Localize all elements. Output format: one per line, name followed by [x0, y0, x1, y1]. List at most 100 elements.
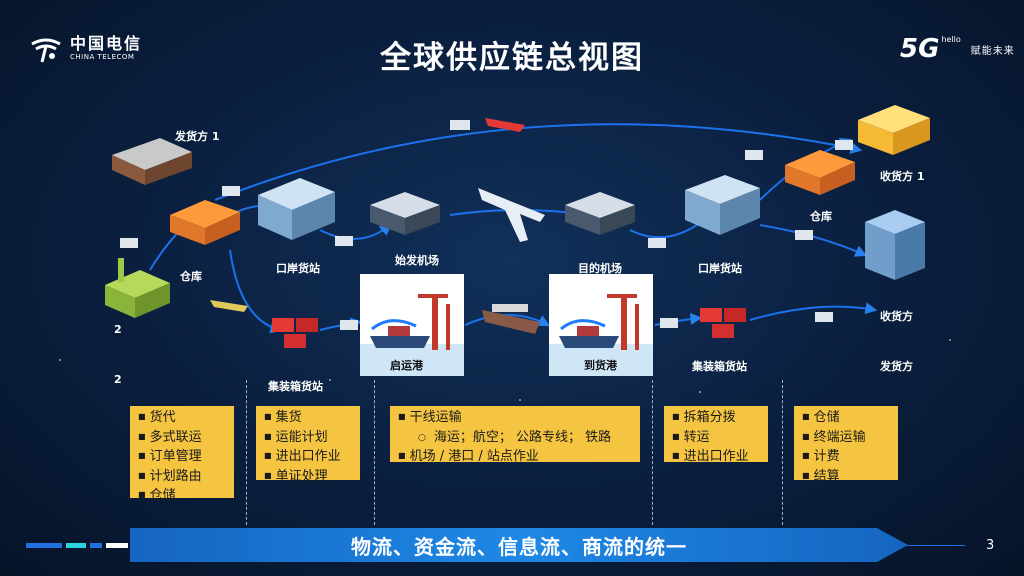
footer-banner: 物流、资金流、信息流、商流的统一	[130, 528, 908, 562]
list-item: 单证处理	[264, 468, 354, 488]
decor-bar	[26, 543, 62, 548]
truck-icon	[795, 230, 813, 240]
container-station-right-label: 集装箱货站	[692, 360, 747, 373]
truck-icon	[745, 150, 763, 160]
port-station-right-label: 口岸货站	[698, 262, 742, 275]
number-2-lower: 2	[114, 373, 122, 386]
info-box-distribution: 拆箱分拨 转运 进出口作业	[664, 406, 768, 464]
shipper-building-icon	[112, 138, 192, 185]
list-item: 货代	[138, 409, 228, 429]
truck-icon	[120, 238, 138, 248]
truck-icon	[335, 236, 353, 246]
flow-line-station-to-airport	[319, 223, 392, 240]
container-station-left-label: 集装箱货站	[268, 380, 323, 393]
factory-icon	[105, 258, 170, 318]
info-box-container-station: 集货 运能计划 进出口作业 单证处理	[256, 406, 360, 484]
origin-port-photo	[360, 274, 464, 376]
port-station-left-label: 口岸货站	[276, 262, 320, 275]
warehouse-left-label: 仓库	[180, 270, 202, 283]
origin-airport-label: 始发机场	[395, 254, 439, 267]
column-divider	[374, 380, 375, 525]
column-divider	[652, 380, 653, 525]
port-crane-icon	[360, 294, 464, 376]
decor-bar	[90, 543, 102, 548]
decor-bar	[106, 543, 128, 548]
warehouse-left-icon	[170, 200, 240, 245]
column-divider	[246, 380, 247, 525]
star-dots	[59, 339, 951, 401]
page-title: 全球供应链总视图	[380, 40, 644, 76]
brand-5g: 5G hello 赋能未来	[900, 34, 1015, 64]
flow-line-to-consignee	[749, 302, 878, 321]
airplane-icon	[478, 188, 545, 242]
list-item: 多式联运	[138, 429, 228, 449]
list-item: 仓储	[802, 409, 892, 429]
port-station-right-icon	[685, 175, 760, 235]
list-item: 进出口作业	[672, 448, 762, 468]
truck-icon	[648, 238, 666, 248]
logo-text-en: CHINA TELECOM	[70, 53, 135, 61]
decor-line	[905, 545, 965, 546]
flow-line-sea	[464, 314, 551, 327]
column-divider	[782, 380, 783, 525]
list-item: 转运	[672, 429, 762, 449]
truck-icon	[660, 318, 678, 328]
list-item: 计划路由	[138, 468, 228, 488]
shipper-label: 发货方	[880, 360, 913, 373]
list-item: 机场 / 港口 / 站点作业	[398, 448, 634, 468]
footer-banner-text: 物流、资金流、信息流、商流的统一	[351, 534, 687, 559]
port-crane-icon	[549, 294, 653, 376]
info-box-trunk-transport: 干线运输 海运；航空； 公路专线； 铁路 机场 / 港口 / 站点作业	[390, 406, 640, 464]
list-item: 计费	[802, 448, 892, 468]
dest-airport-icon	[565, 192, 635, 235]
brand-hello-text: hello	[941, 34, 961, 44]
dest-port-label: 到货港	[584, 359, 617, 372]
flow-line-sea-left	[229, 249, 283, 334]
consignee-label: 收货方	[880, 310, 913, 323]
list-item: 订单管理	[138, 448, 228, 468]
number-2-upper: 2	[114, 323, 122, 336]
origin-port-label: 启运港	[390, 359, 423, 372]
warehouse-right-label: 仓库	[810, 210, 832, 223]
small-ship-top-icon	[485, 118, 525, 132]
consignee1-label: 收货方 1	[880, 170, 925, 183]
brand-slogan: 赋能未来	[970, 45, 1015, 57]
truck-icon	[340, 320, 358, 330]
list-item: 干线运输	[398, 409, 634, 429]
containers-left-icon	[272, 318, 318, 348]
truck-icon	[450, 120, 470, 130]
list-item: 结算	[802, 468, 892, 488]
consignee1-building-icon	[858, 105, 930, 155]
cargo-ship-icon	[482, 304, 540, 334]
info-box-consignee: 仓储 终端运输 计费 结算	[794, 406, 898, 484]
shipper1-label: 发货方 1	[175, 130, 220, 143]
truck-icon	[222, 186, 240, 196]
brand-5g-text: 5G	[900, 34, 940, 64]
info-box-shipper: 货代 多式联运 订单管理 计划路由 仓储	[130, 406, 234, 503]
list-item: 集货	[264, 409, 354, 429]
consignee-office-icon	[865, 210, 925, 280]
list-item: 拆箱分拨	[672, 409, 762, 429]
china-telecom-emblem-icon	[31, 38, 61, 63]
logo-text-cn: 中国电信	[70, 34, 143, 53]
list-item: 进出口作业	[264, 448, 354, 468]
page-number: 3	[986, 538, 995, 553]
flow-line-top	[214, 123, 863, 201]
list-item: 终端运输	[802, 429, 892, 449]
decor-bar	[66, 543, 86, 548]
containers-right-icon	[700, 308, 746, 338]
list-item: 运能计划	[264, 429, 354, 449]
truck-icon	[815, 312, 833, 322]
dest-airport-label: 目的机场	[578, 262, 622, 275]
list-subitem: 海运；航空； 公路专线； 铁路	[398, 429, 634, 449]
truck-icons	[120, 120, 853, 330]
warehouse-right-icon	[785, 150, 855, 195]
flow-line-right-lower	[759, 224, 868, 257]
dest-port-photo	[549, 274, 653, 376]
list-item: 仓储	[138, 487, 228, 507]
china-telecom-logo: 中国电信 CHINA TELECOM	[28, 34, 142, 64]
port-station-left-icon	[258, 178, 335, 240]
origin-airport-icon	[370, 192, 440, 235]
small-ship-left-icon	[210, 300, 248, 312]
